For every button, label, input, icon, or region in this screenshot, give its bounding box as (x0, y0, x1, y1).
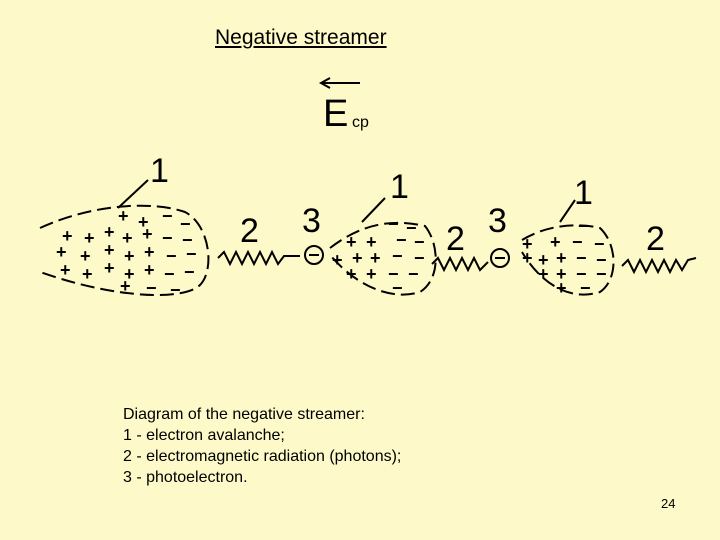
photon-wave-3 (622, 258, 696, 272)
positive-charge: + (538, 264, 549, 284)
caption-line: 1 - electron avalanche; (123, 425, 401, 446)
positive-charge: + (104, 222, 115, 242)
negative-charge: − (596, 264, 607, 284)
negative-charge: − (146, 278, 157, 298)
field-direction-arrow (321, 78, 360, 88)
positive-charge: + (366, 264, 377, 284)
positive-charge: + (60, 260, 71, 280)
page-number: 24 (661, 496, 675, 511)
label-avalanche-3: 1 (574, 174, 593, 212)
positive-charge: + (120, 276, 131, 296)
label-radiation-2: 2 (446, 220, 465, 258)
negative-charge: − (166, 246, 177, 266)
pointer-line-1b (362, 198, 385, 222)
label-photoelectron-1: 3 (302, 202, 321, 240)
avalanche-charges-3: − + + − − + + + − − + + − − + − (522, 216, 607, 298)
field-subscript: ср (352, 114, 369, 131)
caption-line: 3 - photoelectron. (123, 467, 401, 488)
photon-wave-1 (218, 252, 300, 264)
label-radiation-1: 2 (240, 212, 259, 250)
caption-line: 2 - electromagnetic radiation (photons); (123, 446, 401, 467)
negative-charge: − (392, 246, 403, 266)
positive-charge: + (84, 228, 95, 248)
positive-charge: + (104, 240, 115, 260)
avalanche-charges-2: − − + + − − + + + − − + + − − − (332, 214, 425, 298)
positive-charge: + (556, 278, 567, 298)
pointer-line-1c (560, 200, 575, 222)
positive-charge: + (56, 242, 67, 262)
negative-charge: − (170, 280, 181, 300)
field-symbol: E (323, 93, 348, 135)
label-radiation-3: 2 (646, 220, 665, 258)
label-avalanche-2: 1 (390, 168, 409, 206)
positive-charge: + (104, 258, 115, 278)
diagram-caption: Diagram of the negative streamer: 1 - el… (123, 404, 401, 488)
positive-charge: + (346, 264, 357, 284)
negative-charge: − (392, 278, 403, 298)
negative-charge: − (408, 264, 419, 284)
negative-charge: − (162, 228, 173, 248)
positive-charge: + (124, 246, 135, 266)
caption-line: Diagram of the negative streamer: (123, 404, 401, 425)
avalanche-charges-1: + + − − + + + + + − − + + + + + − − + + … (56, 206, 197, 300)
negative-charge: − (186, 244, 197, 264)
photon-wave-2 (432, 258, 488, 270)
positive-charge: + (118, 206, 129, 226)
positive-charge: + (122, 228, 133, 248)
positive-charge: + (82, 264, 93, 284)
negative-charge: − (162, 206, 173, 226)
negative-charge: − (580, 278, 591, 298)
pointer-line-1a (118, 180, 148, 208)
positive-charge: + (80, 246, 91, 266)
positive-charge: + (142, 224, 153, 244)
positive-charge: + (144, 242, 155, 262)
positive-charge: + (522, 248, 533, 268)
label-photoelectron-2: 3 (488, 202, 507, 240)
label-avalanche-1: 1 (150, 152, 169, 190)
negative-charge: − (184, 262, 195, 282)
positive-charge: + (144, 260, 155, 280)
positive-charge: + (332, 250, 343, 270)
